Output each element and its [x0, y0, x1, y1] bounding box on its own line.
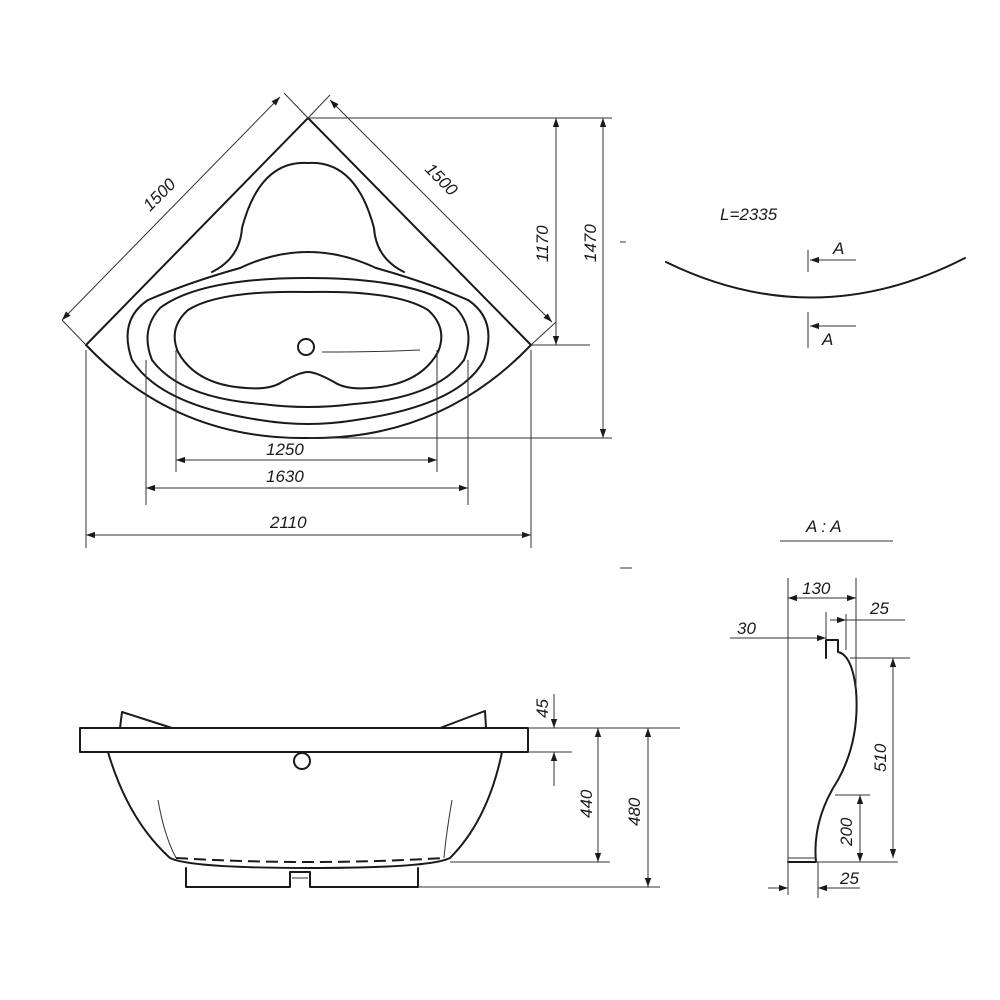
- rim-inner: [146, 277, 470, 408]
- dim-inner-height: 440: [577, 789, 596, 818]
- top-view: 1500 1500 1170 1470 1250 1630 2110: [61, 92, 626, 548]
- arc-curve: [665, 257, 966, 299]
- arc-view: L=2335 A A: [665, 205, 966, 349]
- dim-total-height: 480: [625, 797, 644, 826]
- side-feet: [185, 867, 419, 888]
- dim-section-bottom: 25: [839, 869, 859, 888]
- section-mark-top: A: [832, 239, 844, 258]
- dim-width-mid: 1630: [266, 467, 304, 486]
- side-view: 45 440 480: [79, 694, 680, 888]
- arc-length-label: L=2335: [720, 205, 778, 224]
- side-backrest-left: [119, 711, 173, 729]
- dim-rim: 45: [533, 699, 552, 718]
- dim-section-top-right: 25: [869, 599, 889, 618]
- drain-hole: [297, 338, 315, 356]
- dim-section-top-width: 130: [802, 579, 831, 598]
- side-inner-bottom: [175, 857, 445, 863]
- dim-side-right: 1500: [421, 159, 462, 200]
- dim-width-overall: 2110: [269, 513, 307, 532]
- dim-section-wall-height: 510: [871, 743, 890, 772]
- section-mark-bottom: A: [821, 330, 833, 349]
- section-view: A : A 130 25 30 510 200 25: [730, 517, 910, 898]
- section-profile: [787, 639, 858, 863]
- dim-section-lower-height: 200: [837, 817, 856, 847]
- dim-width-inner: 1250: [266, 440, 304, 459]
- side-rim: [79, 727, 529, 753]
- side-backrest-right: [439, 710, 487, 729]
- dim-section-top-left: 30: [737, 619, 756, 638]
- dim-depth-inner: 1170: [533, 225, 552, 262]
- dim-side-left: 1500: [139, 174, 180, 215]
- headrest-seat: [239, 251, 377, 269]
- section-title: A : A: [805, 517, 842, 536]
- dim-depth-outer: 1470: [581, 224, 600, 262]
- headrest: [211, 161, 405, 273]
- basin: [173, 290, 443, 390]
- side-drain: [293, 752, 311, 770]
- side-body: [107, 751, 503, 869]
